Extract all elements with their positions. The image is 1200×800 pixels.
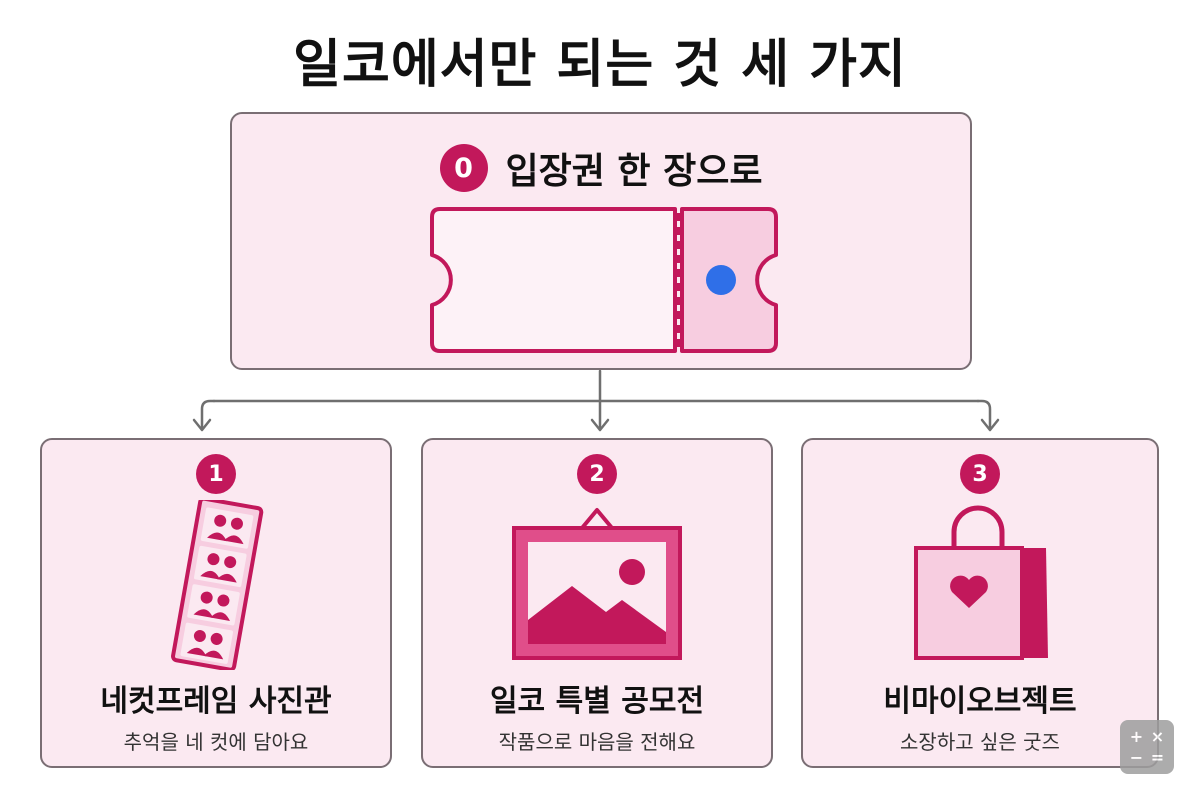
minus-symbol: − [1129,748,1144,767]
shopping-bag-icon [914,505,1048,660]
photo-strip-icon [171,500,264,670]
photo-booth-subtitle: 추억을 네 컷에 담아요 [123,730,309,754]
goods-card: 3 비마이오브젝트 소장하고 싶은 굿즈 [801,438,1159,768]
contest-subtitle: 작품으로 마음을 전해요 [498,730,696,754]
calculator-icon[interactable]: + × − = [1120,720,1174,774]
contest-title: 일코 특별 공모전 [489,684,705,719]
step-badge-1: 1 [196,454,236,494]
ticket-dot [706,265,736,295]
photo-booth-title: 네컷프레임 사진관 [100,684,332,719]
goods-title: 비마이오브젝트 [883,684,1077,719]
step-badge-3: 3 [960,454,1000,494]
ticket-card: 0 입장권 한 장으로 [230,112,972,370]
photo-booth-card: 1 네컷프레임 사진관 추억을 네 컷에 담아요 [40,438,392,768]
equals-symbol: = [1150,748,1165,767]
step-badge-2: 2 [577,454,617,494]
picture-frame-icon [512,508,682,660]
ticket-card-title: 입장권 한 장으로 [505,151,763,192]
ticket-icon [430,207,778,353]
plus-symbol: + [1129,727,1144,746]
goods-subtitle: 소장하고 싶은 굿즈 [900,730,1060,754]
times-symbol: × [1150,727,1165,746]
page-title: 일코에서만 되는 것 세 가지 [293,35,907,95]
contest-card: 2 일코 특별 공모전 작품으로 마음을 전해요 [421,438,773,768]
step-badge-0: 0 [439,144,488,192]
ticket-card-header: 0 입장권 한 장으로 [232,142,970,194]
